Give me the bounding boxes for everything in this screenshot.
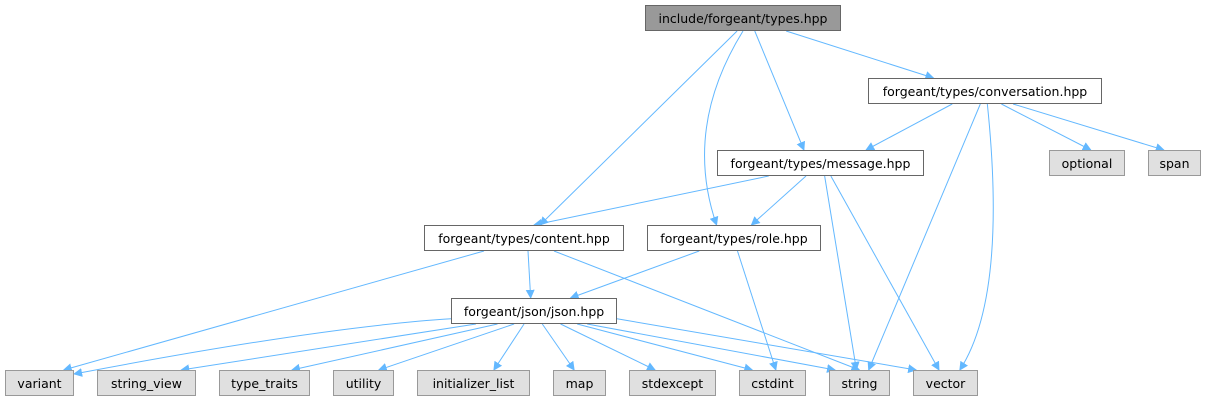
edge-json-to-string [587, 323, 836, 373]
edge-json-to-vector [616, 318, 918, 374]
edge-role-to-json [569, 250, 700, 300]
node-message-hpp[interactable]: forgeant/types/message.hpp [717, 150, 924, 176]
edge-json-to-variant [73, 318, 452, 377]
node-stdexcept[interactable]: stdexcept [629, 370, 716, 396]
node-json-hpp[interactable]: forgeant/json/json.hpp [451, 298, 617, 324]
node-vector[interactable]: vector [913, 370, 978, 396]
node-span[interactable]: span [1148, 150, 1201, 176]
edge-json-to-stdexcept [560, 323, 656, 371]
node-optional[interactable]: optional [1049, 150, 1125, 176]
edge-message-to-content [533, 175, 769, 228]
edge-conversation-to-vector [959, 103, 994, 371]
edge-json-to-utility [377, 323, 515, 372]
node-types-hpp[interactable]: include/forgeant/types.hpp [645, 5, 841, 31]
edge-types-to-message [754, 30, 806, 151]
node-string[interactable]: string [829, 370, 890, 396]
edge-message-to-vector [830, 175, 940, 371]
edge-json-to-string_view [180, 323, 476, 374]
edge-json-to-map [541, 323, 575, 371]
node-variant[interactable]: variant [5, 370, 74, 396]
node-initializer-list[interactable]: initializer_list [417, 370, 530, 396]
edge-json-to-type_traits [290, 323, 498, 373]
edge-conversation-to-span [1012, 103, 1165, 152]
edge-message-to-role [750, 175, 807, 226]
edge-conversation-to-message [865, 103, 953, 151]
edge-types-to-conversation [785, 30, 935, 80]
node-role-hpp[interactable]: forgeant/types/role.hpp [647, 225, 821, 251]
edge-types-to-role [704, 30, 744, 226]
node-string-view[interactable]: string_view [97, 370, 196, 396]
edge-conversation-to-optional [1001, 103, 1092, 151]
edge-conversation-to-string [867, 103, 981, 371]
node-conversation-hpp[interactable]: forgeant/types/conversation.hpp [868, 78, 1102, 104]
edge-content-to-string [553, 250, 861, 372]
edge-json-to-cstdint [577, 323, 754, 373]
node-utility[interactable]: utility [333, 370, 394, 396]
node-type-traits[interactable]: type_traits [219, 370, 310, 396]
edge-message-to-string [824, 175, 860, 371]
node-content-hpp[interactable]: forgeant/types/content.hpp [424, 225, 624, 251]
edge-json-to-initializer_list [493, 323, 525, 371]
edge-content-to-variant [62, 250, 485, 373]
edge-content-to-json [525, 250, 535, 299]
edge-role-to-cstdint [737, 250, 778, 371]
node-map[interactable]: map [553, 370, 606, 396]
edge-types-to-content [539, 30, 738, 226]
node-cstdint[interactable]: cstdint [739, 370, 806, 396]
